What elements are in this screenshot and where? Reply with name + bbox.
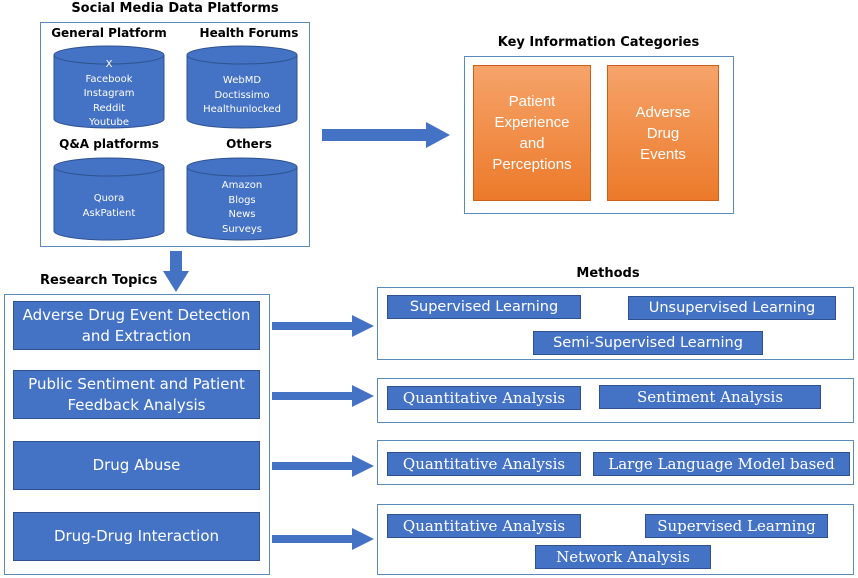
group-label-others: Others (226, 137, 272, 151)
database-cylinder-others: Amazon Blogs News Surveys (186, 157, 298, 241)
arrow-down-icon (163, 251, 189, 292)
arrow-right-icon (272, 385, 374, 407)
research-title: Research Topics (40, 273, 158, 288)
database-cylinder-health: WebMD Doctissimo Healthunlocked (186, 45, 298, 129)
method-quantitative-analysis: Quantitative Analysis (387, 514, 581, 538)
group-label-general: General Platform (51, 26, 167, 40)
topic-public-sentiment: Public Sentiment and Patient Feedback An… (13, 370, 260, 419)
topic-drug-abuse: Drug Abuse (13, 441, 260, 490)
platform-item: Quora (93, 193, 125, 204)
method-supervised-learning: Supervised Learning (645, 514, 828, 538)
platform-item: Reddit (92, 102, 126, 114)
method-unsupervised-learning: Unsupervised Learning (628, 296, 836, 320)
group-label-qa: Q&A platforms (59, 137, 159, 151)
platform-item: AskPatient (82, 207, 136, 219)
methods-title: Methods (576, 266, 640, 281)
method-network-analysis: Network Analysis (535, 545, 711, 569)
method-semi-supervised-learning: Semi-Supervised Learning (533, 331, 763, 355)
database-cylinder-qa: Quora AskPatient (53, 157, 165, 241)
platform-item: Facebook (85, 73, 133, 85)
arrow-right-icon (272, 455, 374, 477)
database-cylinder-general: X Facebook Instagram Reddit Youtube (53, 45, 165, 129)
method-quantitative-analysis: Quantitative Analysis (387, 452, 581, 476)
arrow-right-icon (272, 315, 374, 337)
platform-item: News (228, 209, 256, 220)
method-supervised-learning: Supervised Learning (387, 295, 581, 319)
method-quantitative-analysis: Quantitative Analysis (387, 386, 581, 410)
platform-item: Blogs (228, 194, 256, 206)
platform-item: Doctissimo (214, 89, 270, 101)
database-icon (186, 157, 298, 241)
platform-item: WebMD (222, 75, 262, 86)
group-label-health: Health Forums (199, 26, 299, 40)
platforms-title: Social Media Data Platforms (71, 1, 279, 16)
database-icon (53, 157, 165, 241)
key-info-title: Key Information Categories (497, 35, 700, 50)
platform-item: Amazon (221, 180, 263, 191)
platform-item: Youtube (89, 117, 129, 128)
topic-drug-drug-interaction: Drug-Drug Interaction (13, 512, 260, 561)
platform-item: Instagram (83, 88, 135, 99)
platform-item: Surveys (222, 223, 262, 235)
platform-item: Healthunlocked (203, 104, 281, 115)
arrow-right-icon (322, 122, 450, 148)
platform-item: X (105, 59, 113, 70)
database-icon (53, 45, 165, 129)
category-adverse-drug-events: Adverse Drug Events (607, 65, 719, 201)
topic-adverse-drug-event: Adverse Drug Event Detection and Extract… (13, 301, 260, 350)
method-llm-based: Large Language Model based (593, 452, 850, 476)
category-patient-experience: Patient Experience and Perceptions (473, 65, 591, 201)
method-sentiment-analysis: Sentiment Analysis (599, 385, 821, 409)
database-icon (186, 45, 298, 129)
arrow-right-icon (272, 528, 374, 550)
